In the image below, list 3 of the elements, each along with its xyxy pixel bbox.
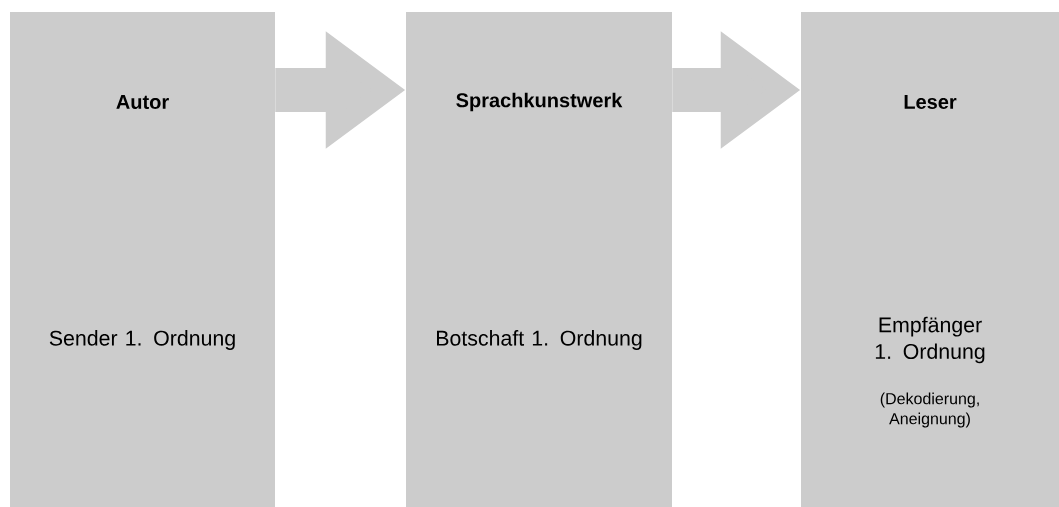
process-box: Autor Sender 1. Ordnung xyxy=(10,12,275,507)
process-box: Sprachkunstwerk Botschaft 1. Ordnung xyxy=(406,12,672,507)
process-box: Leser Empfänger 1. Ordnung (Dekodierung, Aneignung) xyxy=(801,12,1059,507)
